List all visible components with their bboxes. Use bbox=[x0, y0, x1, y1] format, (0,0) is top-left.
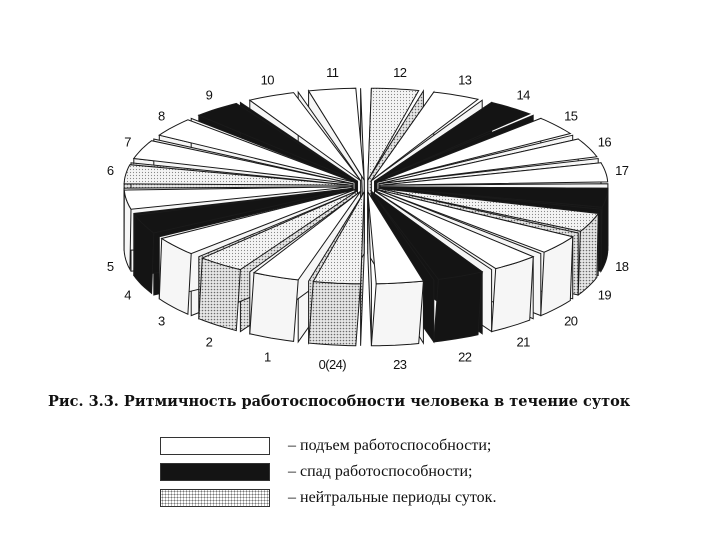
slice-top-11 bbox=[307, 87, 365, 181]
legend-item-neutral: – нейтральные периоды суток. bbox=[160, 488, 496, 508]
slice-outer-wall-1-0 bbox=[249, 272, 299, 342]
slice-top-16 bbox=[378, 138, 598, 185]
slice-top-9 bbox=[197, 102, 358, 182]
slice-top-22 bbox=[371, 190, 484, 280]
slice-0(24) bbox=[308, 190, 365, 347]
slice-top-10 bbox=[248, 92, 361, 182]
slice-top-5 bbox=[123, 186, 353, 210]
hour-label-10: 10 bbox=[261, 73, 275, 88]
slice-top-6 bbox=[123, 164, 353, 186]
slice-top-8 bbox=[158, 119, 356, 183]
slice-top-19 bbox=[378, 187, 600, 232]
slice-top-1 bbox=[252, 191, 362, 281]
hour-label-11: 11 bbox=[326, 65, 339, 80]
hour-label-19: 19 bbox=[598, 288, 612, 303]
hour-label-0(24): 0(24) bbox=[319, 357, 347, 372]
hour-label-9: 9 bbox=[206, 88, 213, 103]
hour-label-7: 7 bbox=[124, 134, 131, 149]
figure-caption: Рис. 3.3. Ритмичность работоспособности … bbox=[48, 393, 630, 410]
legend-item-fall: – спад работоспособности; bbox=[160, 462, 496, 482]
slice-outer-wall-23-1 bbox=[370, 280, 424, 347]
legend-text-rise: – подъем работоспособности; bbox=[288, 437, 492, 454]
hour-label-21: 21 bbox=[516, 334, 530, 349]
slice-top-13 bbox=[370, 91, 480, 181]
slice-top-12 bbox=[367, 87, 420, 181]
hour-label-8: 8 bbox=[158, 109, 165, 124]
slice-top-21 bbox=[374, 190, 535, 270]
hour-label-4: 4 bbox=[124, 288, 131, 303]
slice-outer-wall-0(24)-0 bbox=[308, 280, 362, 347]
legend-item-rise: – подъем работоспособности; bbox=[160, 436, 496, 456]
hour-label-17: 17 bbox=[615, 163, 629, 178]
hour-label-12: 12 bbox=[393, 65, 407, 80]
hour-label-2: 2 bbox=[206, 334, 213, 349]
hour-label-14: 14 bbox=[516, 88, 530, 103]
hour-label-22: 22 bbox=[458, 349, 472, 364]
slice-top-2 bbox=[200, 190, 358, 271]
hour-label-23: 23 bbox=[393, 357, 407, 372]
slice-top-3 bbox=[160, 189, 356, 255]
slice-top-4 bbox=[134, 187, 354, 234]
hour-label-13: 13 bbox=[458, 73, 472, 88]
hour-label-16: 16 bbox=[598, 134, 612, 149]
legend-swatch-rise bbox=[160, 437, 270, 455]
hour-label-15: 15 bbox=[564, 109, 578, 124]
slice-outer-wall-22-1 bbox=[433, 271, 483, 343]
slice-top-15 bbox=[376, 117, 572, 183]
hour-label-1: 1 bbox=[264, 349, 271, 364]
slice-top-0(24) bbox=[312, 191, 365, 285]
slice-top-23 bbox=[367, 191, 425, 285]
caption-text: Ритмичность работоспособности человека в… bbox=[123, 393, 631, 410]
slice-top-20 bbox=[376, 189, 574, 253]
hour-label-5: 5 bbox=[107, 259, 114, 274]
hour-label-20: 20 bbox=[564, 313, 578, 328]
hour-label-18: 18 bbox=[615, 259, 629, 274]
legend: – подъем работоспособности; – спад работ… bbox=[160, 436, 496, 514]
hour-label-6: 6 bbox=[107, 163, 114, 178]
legend-swatch-fall bbox=[160, 463, 270, 481]
slice-top-14 bbox=[374, 101, 532, 182]
slice-top-7 bbox=[132, 140, 354, 185]
slice-top-18 bbox=[379, 186, 609, 208]
legend-text-fall: – спад работоспособности; bbox=[288, 463, 473, 480]
slice-top-17 bbox=[379, 162, 609, 186]
caption-label: Рис. 3.3. bbox=[48, 393, 119, 410]
slice-23 bbox=[367, 190, 425, 347]
hour-label-3: 3 bbox=[158, 313, 165, 328]
legend-text-neutral: – нейтральные периоды суток. bbox=[288, 489, 497, 506]
legend-swatch-neutral bbox=[160, 489, 270, 507]
slice-outer-wall-2-0 bbox=[198, 257, 241, 332]
